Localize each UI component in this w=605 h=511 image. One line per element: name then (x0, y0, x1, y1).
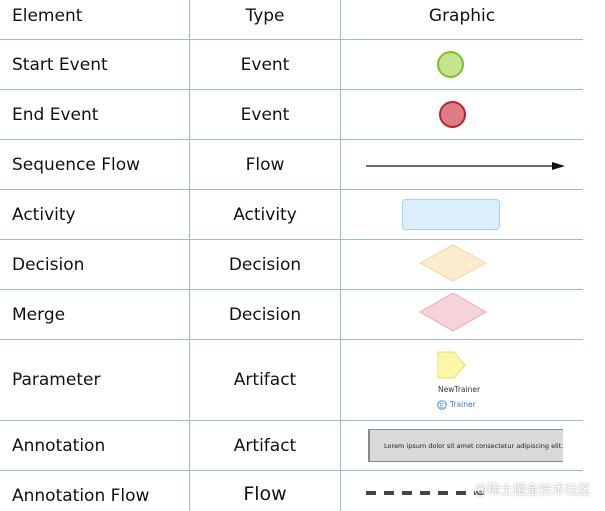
row-type-annotation: Artifact (233, 436, 297, 456)
row-type-merge: Decision (228, 305, 302, 325)
row-divider (0, 289, 583, 290)
row-type-parameter: Artifact (233, 370, 297, 390)
row-divider (0, 189, 583, 190)
row-type-annotation-flow: Flow (243, 483, 287, 505)
row-divider (0, 89, 583, 90)
row-element-activity: Activity (12, 205, 76, 225)
element-table: Element Type Graphic Start Event Event E… (0, 0, 583, 511)
parameter-caption: NewTrainer (438, 385, 481, 394)
annotation-graphic: Lorem ipsum dolor sit amet consectetur a… (368, 429, 563, 462)
header-element: Element (12, 6, 83, 26)
start-event-graphic (437, 51, 464, 78)
row-divider (0, 39, 583, 40)
parameter-tag-label: Trainer (450, 400, 476, 409)
row-element-annotation: Annotation (12, 436, 106, 456)
column-divider (340, 0, 341, 511)
row-divider (0, 420, 583, 421)
decision-diamond-graphic (418, 244, 488, 282)
row-element-merge: Merge (12, 305, 66, 325)
annotation-flow-dashed-graphic (366, 491, 484, 495)
parameter-tag-icon-letter: E (440, 403, 444, 409)
row-element-parameter: Parameter (12, 370, 101, 390)
watermark: @稀土掘金技术社区 (473, 483, 591, 498)
row-divider (0, 339, 583, 340)
row-type-decision: Decision (228, 255, 302, 275)
row-type-activity: Activity (233, 205, 297, 225)
row-type-sequence-flow: Flow (245, 155, 285, 175)
end-event-graphic (439, 101, 466, 128)
column-divider (189, 0, 190, 511)
row-type-end-event: Event (240, 105, 290, 125)
parameter-tag-icon: E (437, 400, 447, 410)
row-element-decision: Decision (12, 255, 85, 275)
row-element-annotation-flow: Annotation Flow (12, 486, 150, 506)
activity-graphic (402, 199, 500, 230)
parameter-pentagon-icon (437, 351, 466, 379)
row-divider (0, 239, 583, 240)
header-type: Type (245, 6, 285, 26)
sequence-flow-arrow-graphic (366, 162, 565, 170)
row-divider (0, 470, 583, 471)
row-element-end-event: End Event (12, 105, 99, 125)
row-element-start-event: Start Event (12, 55, 108, 75)
row-divider (0, 139, 583, 140)
row-type-start-event: Event (240, 55, 290, 75)
merge-diamond-graphic (418, 292, 488, 332)
row-element-sequence-flow: Sequence Flow (12, 155, 141, 175)
header-graphic: Graphic (428, 6, 496, 26)
